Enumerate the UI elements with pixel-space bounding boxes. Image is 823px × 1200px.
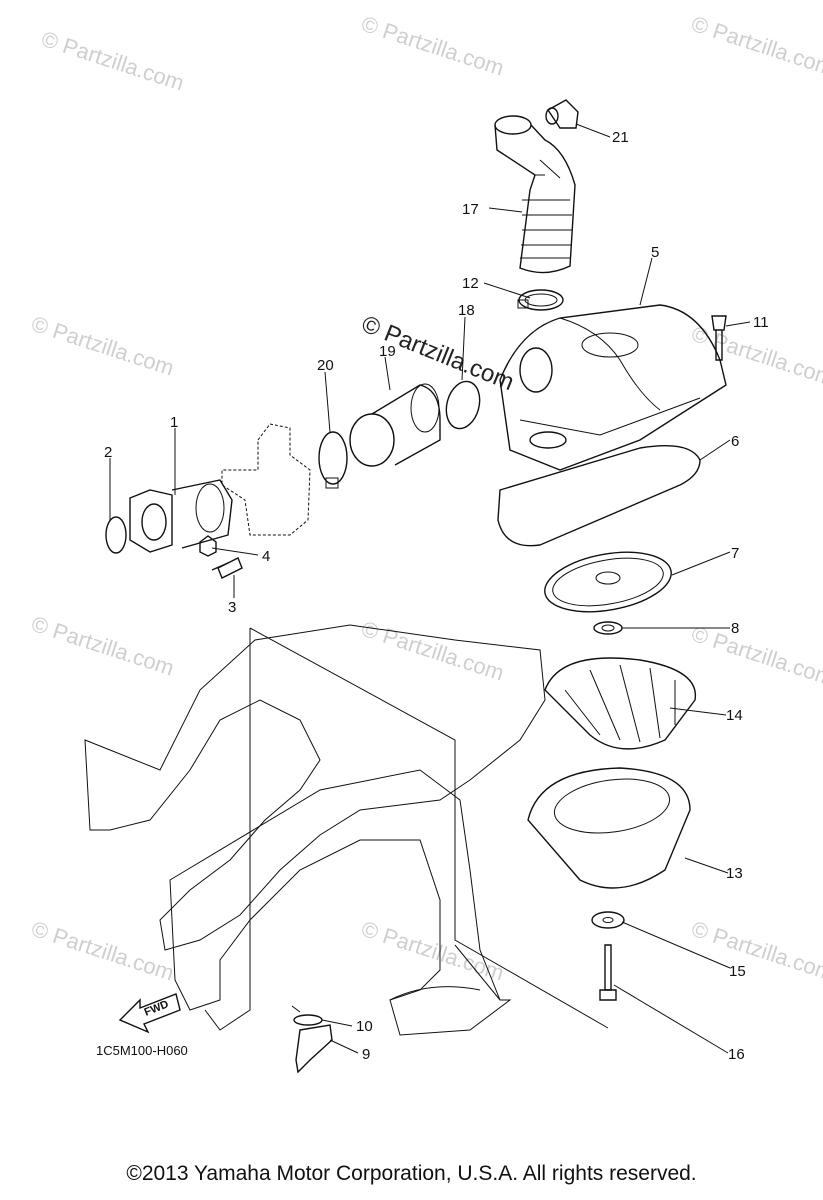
part-21-elbow	[545, 99, 579, 129]
part-20-clamp	[318, 431, 348, 489]
part-14-element-frame	[544, 657, 697, 750]
callouts: 1 2 3 4 5 6 7 8 9 10 11 12 13 14 15 16 1…	[104, 129, 769, 1063]
part-6-gasket	[497, 445, 701, 547]
copyright-notice: ©2013 Yamaha Motor Corporation, U.S.A. A…	[126, 1162, 697, 1185]
watermark: © Partzilla.com	[688, 621, 823, 691]
part-12-clamp	[517, 289, 564, 311]
callout-14: 14	[726, 707, 743, 724]
part-15-washer	[591, 911, 625, 929]
part-4-nut	[199, 535, 217, 557]
callout-13: 13	[726, 865, 743, 882]
watermark: © Partzilla.com	[28, 611, 177, 681]
part-10-clip	[291, 1005, 323, 1026]
watermark: © Partzilla.com	[28, 311, 177, 381]
leader-lines	[109, 123, 751, 1054]
watermark: © Partzilla.com	[28, 916, 177, 986]
callout-16: 16	[728, 1046, 745, 1063]
watermark: © Partzilla.com	[688, 321, 823, 391]
callout-2: 2	[104, 444, 112, 461]
callout-10: 10	[356, 1018, 373, 1035]
callout-8: 8	[731, 620, 739, 637]
callout-3: 3	[228, 599, 236, 616]
carburetor-phantom	[221, 423, 311, 536]
diagram-code: 1C5M100-H060	[96, 1043, 188, 1058]
callout-17: 17	[462, 201, 479, 218]
callout-21: 21	[612, 129, 629, 146]
part-16-bolt	[599, 944, 617, 1001]
watermark: © Partzilla.com	[38, 26, 187, 96]
callout-9: 9	[362, 1046, 370, 1063]
callout-12: 12	[462, 275, 479, 292]
part-1-manifold	[129, 479, 233, 553]
part-5-airbox-cover	[499, 304, 727, 471]
watermark: © Partzilla.com	[688, 11, 823, 81]
part-11-screw	[711, 315, 727, 361]
watermark: © Partzilla.com	[358, 616, 507, 686]
callout-15: 15	[729, 963, 746, 980]
callout-1: 1	[170, 414, 178, 431]
part-19-joint	[349, 383, 441, 467]
callout-19: 19	[379, 343, 396, 360]
callout-11: 11	[753, 314, 769, 331]
part-17-intake-duct	[494, 115, 576, 274]
watermark: © Partzilla.com	[358, 11, 507, 81]
watermark: © Partzilla.com	[688, 916, 823, 986]
part-7-screen	[544, 551, 672, 613]
callout-6: 6	[731, 433, 739, 450]
callout-4: 4	[262, 548, 270, 565]
callout-18: 18	[458, 302, 475, 319]
callout-20: 20	[317, 357, 334, 374]
part-8-nut	[593, 621, 623, 635]
part-3-bolt	[211, 557, 243, 579]
watermark: © Partzilla.com	[358, 916, 507, 986]
frame-outline	[84, 624, 609, 1036]
part-18-clamp	[445, 380, 481, 430]
callout-7: 7	[731, 545, 739, 562]
fwd-arrow: FWD	[118, 993, 181, 1034]
part-2-o-ring	[105, 516, 127, 554]
callout-5: 5	[651, 244, 659, 261]
part-13-element	[527, 767, 691, 889]
watermarks: © Partzilla.com © Partzilla.com © Partzi…	[28, 11, 823, 986]
part-9-drain	[295, 1024, 333, 1074]
